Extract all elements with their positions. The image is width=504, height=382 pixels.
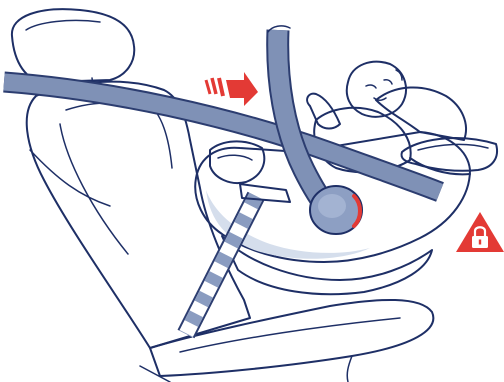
backrest bbox=[25, 80, 251, 349]
canopy bbox=[400, 137, 498, 172]
release-mark bbox=[352, 194, 362, 228]
seat-cushion bbox=[149, 298, 435, 377]
belt-guide-knob bbox=[309, 185, 363, 235]
belt-buckle bbox=[239, 183, 291, 203]
arrow-right-icon bbox=[204, 72, 258, 106]
baby-head bbox=[345, 60, 407, 118]
child-seat-base bbox=[221, 235, 433, 296]
lock-warning-icon bbox=[456, 212, 504, 252]
buckle-strap bbox=[177, 191, 265, 339]
baby-arm bbox=[306, 92, 341, 130]
vehicle-seat bbox=[10, 8, 435, 382]
